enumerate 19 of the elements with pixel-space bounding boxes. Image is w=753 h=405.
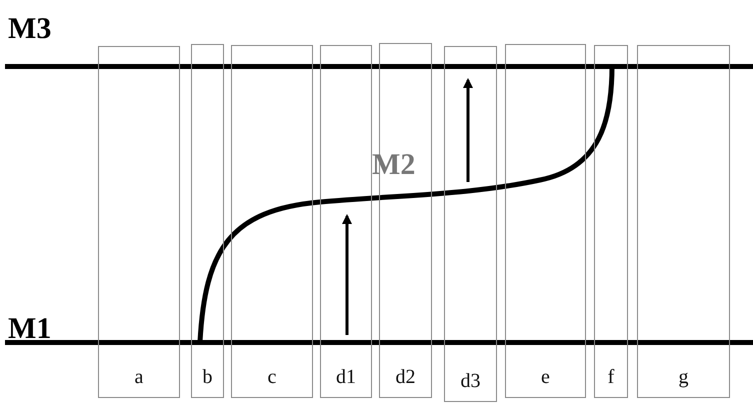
zone-column xyxy=(505,44,586,398)
zone-column xyxy=(231,45,313,398)
zone-column xyxy=(320,45,372,398)
zone-column xyxy=(191,44,224,398)
column-label: d3 xyxy=(460,370,482,393)
column-label: e xyxy=(540,366,551,389)
column-label: g xyxy=(678,366,690,389)
zone-column xyxy=(98,46,180,398)
zone-column xyxy=(444,46,497,402)
metal-level-label: M3 xyxy=(8,14,52,44)
column-label: c xyxy=(266,366,278,389)
zone-column xyxy=(594,45,628,398)
column-label: a xyxy=(134,366,144,389)
column-label: d2 xyxy=(394,366,416,389)
metal-level-label: M1 xyxy=(8,314,52,344)
zone-column xyxy=(637,45,730,398)
column-label: f xyxy=(606,366,616,389)
column-label: d1 xyxy=(335,366,357,389)
column-label: b xyxy=(202,366,214,389)
